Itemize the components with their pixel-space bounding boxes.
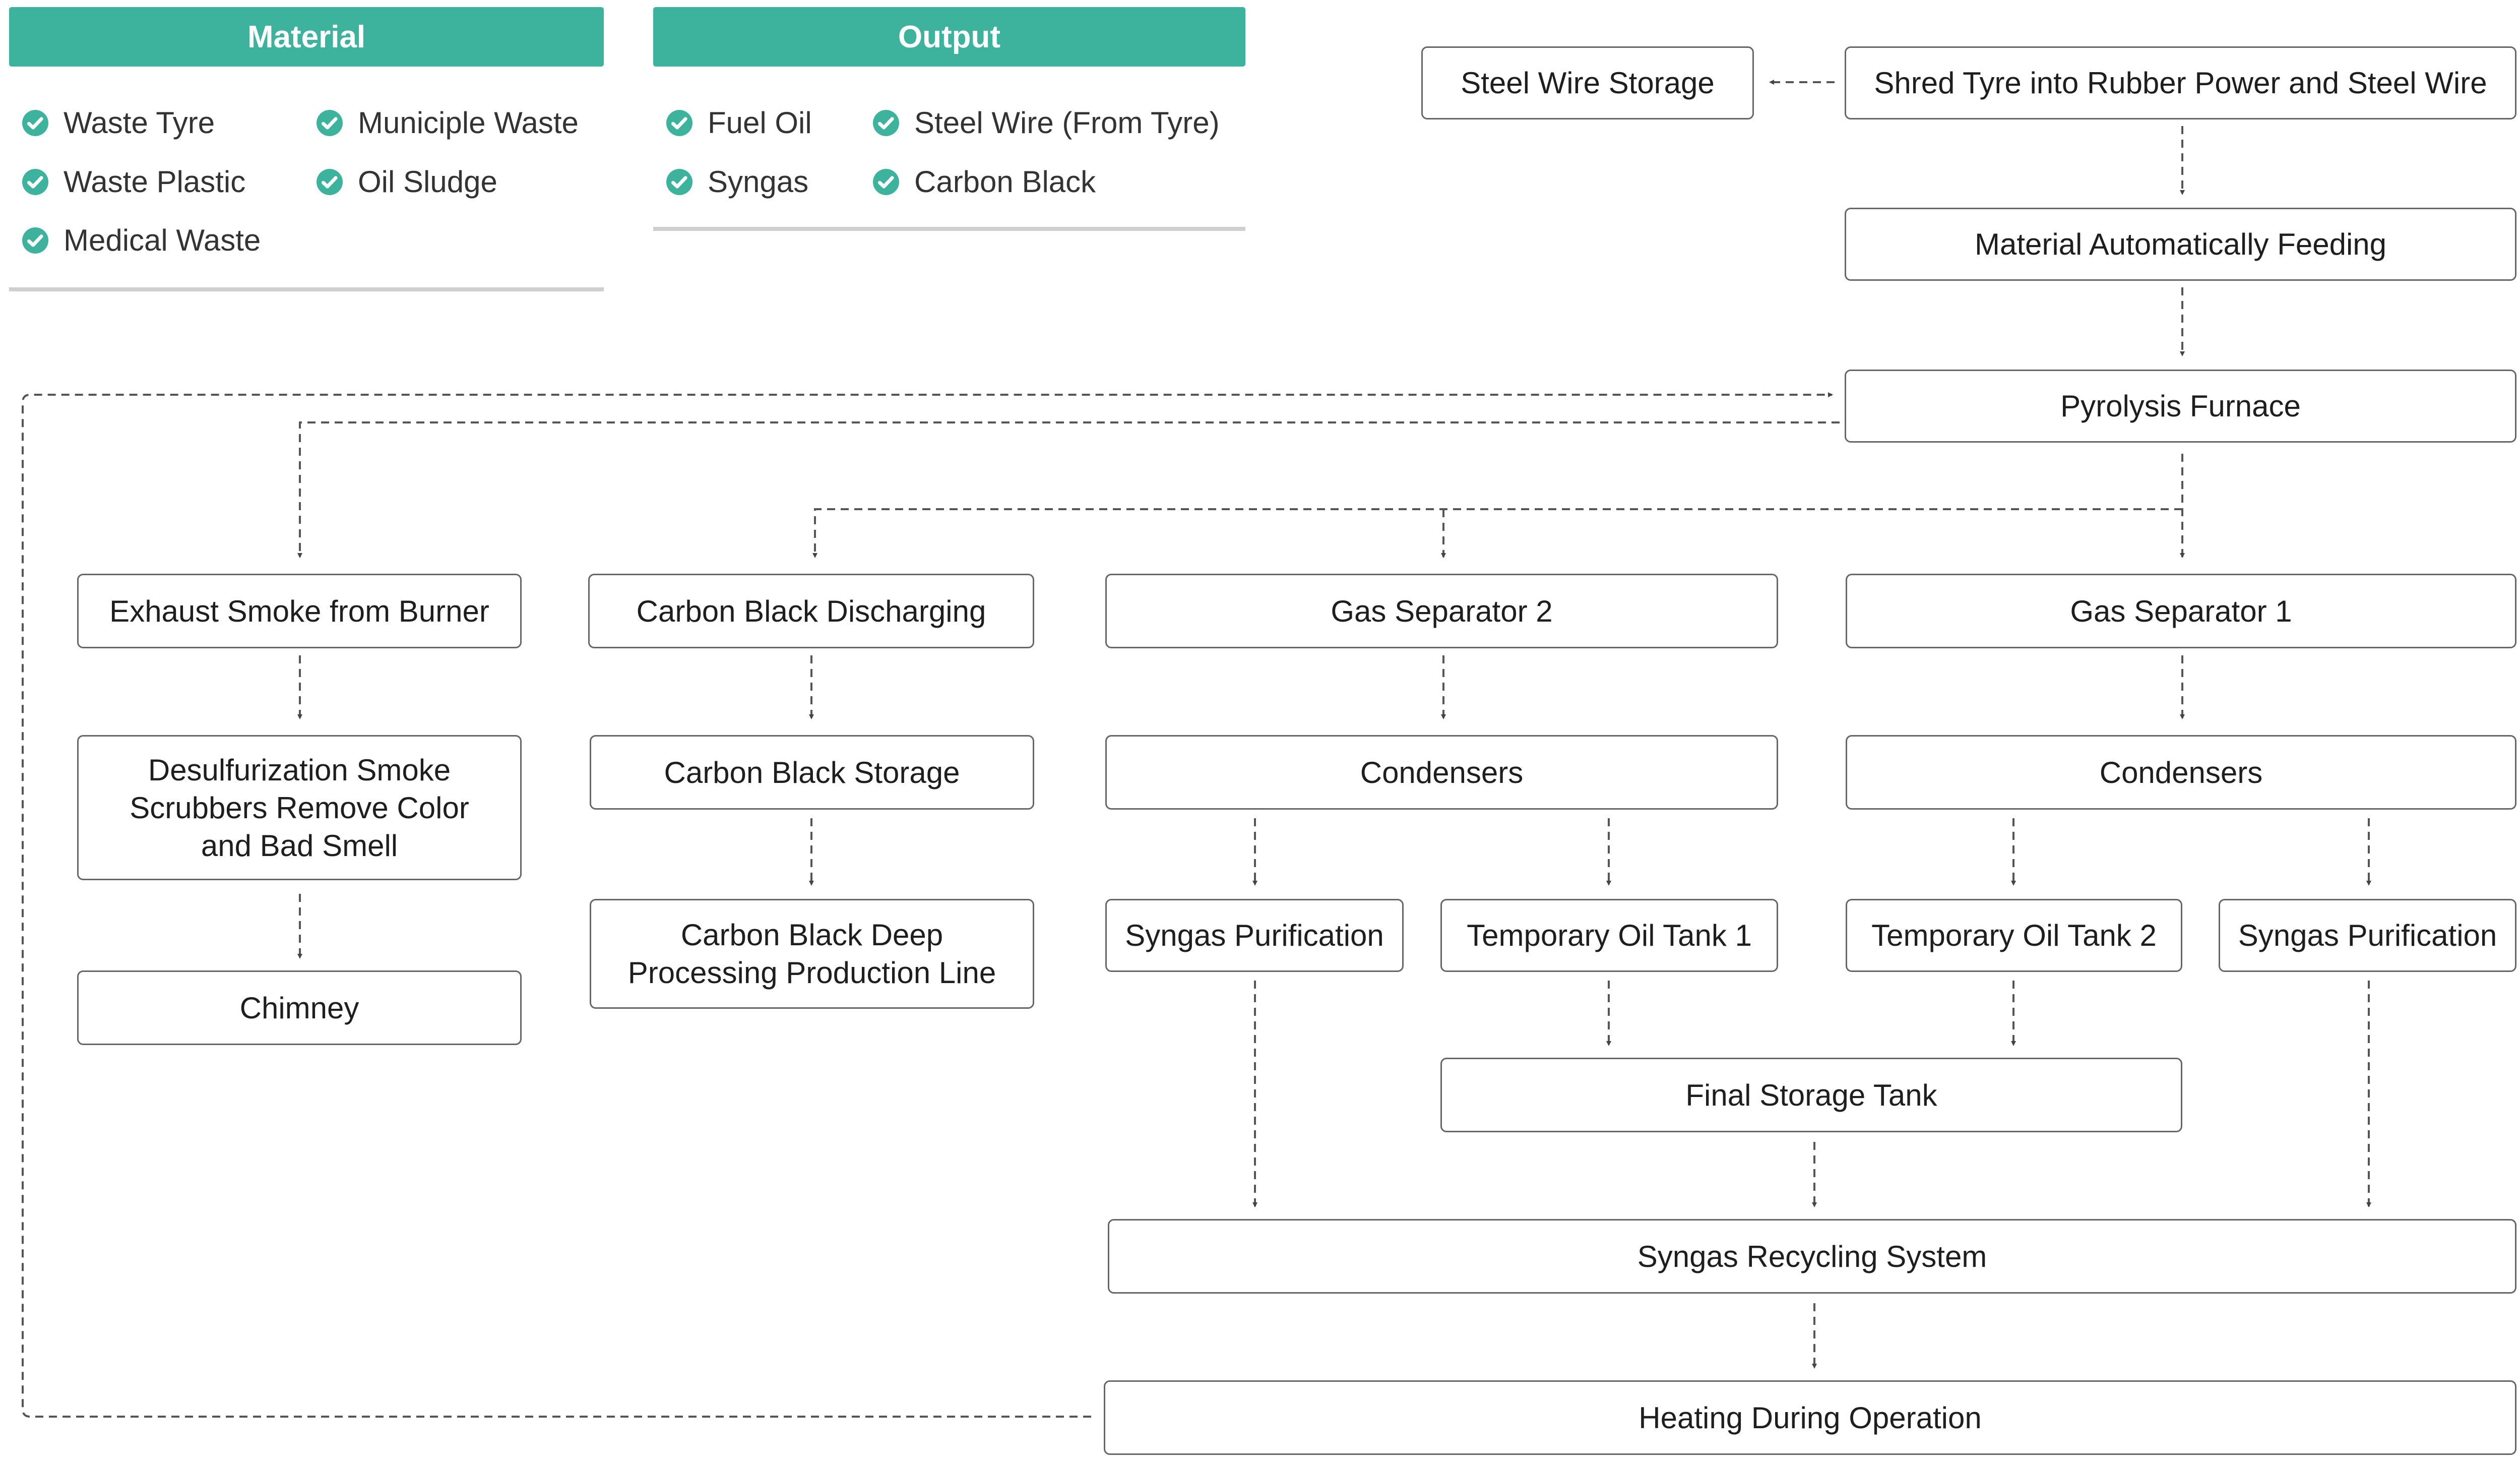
output-item-label: Syngas bbox=[708, 165, 809, 199]
check-circle-icon bbox=[666, 168, 692, 195]
output-item: Syngas bbox=[666, 164, 808, 199]
output-item: Steel Wire (From Tyre) bbox=[873, 105, 1220, 140]
final-storage-tank-box: Final Storage Tank bbox=[1440, 1058, 2182, 1132]
material-feeding-box: Material Automatically Feeding bbox=[1845, 208, 2516, 281]
check-circle-icon bbox=[317, 109, 343, 136]
exhaust-smoke-box: Exhaust Smoke from Burner bbox=[77, 574, 522, 648]
output-item-label: Steel Wire (From Tyre) bbox=[914, 106, 1220, 140]
pyrolysis-furnace-box: Pyrolysis Furnace bbox=[1845, 370, 2516, 443]
material-item-label: Medical Waste bbox=[64, 223, 261, 257]
output-item-label: Fuel Oil bbox=[708, 106, 812, 140]
check-circle-icon bbox=[22, 168, 48, 195]
carbon-black-deep-processing-box: Carbon Black Deep Processing Production … bbox=[590, 899, 1034, 1009]
check-circle-icon bbox=[317, 168, 343, 195]
material-item: Oil Sludge bbox=[317, 164, 497, 199]
carbon-black-storage-box: Carbon Black Storage bbox=[590, 735, 1034, 810]
temp-oil-tank-1-box: Temporary Oil Tank 1 bbox=[1440, 899, 1778, 972]
heating-operation-box: Heating During Operation bbox=[1104, 1380, 2516, 1455]
material-item: Medical Waste bbox=[22, 223, 261, 258]
check-circle-icon bbox=[873, 168, 899, 195]
material-item: Waste Tyre bbox=[22, 105, 215, 140]
check-circle-icon bbox=[666, 109, 692, 136]
material-panel: Material Waste Tyre Municiple Waste Wast… bbox=[9, 7, 604, 294]
check-circle-icon bbox=[22, 227, 48, 254]
output-item: Fuel Oil bbox=[666, 105, 812, 140]
output-divider bbox=[653, 227, 1245, 231]
check-circle-icon bbox=[22, 109, 48, 136]
condensers-2-box: Condensers bbox=[1105, 735, 1778, 810]
material-item: Waste Plastic bbox=[22, 164, 245, 199]
desulfurization-box: Desulfurization Smoke Scrubbers Remove C… bbox=[77, 735, 522, 880]
edge-furnace-to-branch bbox=[812, 508, 2182, 558]
condensers-1-box: Condensers bbox=[1846, 735, 2516, 810]
material-item-label: Waste Tyre bbox=[64, 106, 215, 140]
output-item: Carbon Black bbox=[873, 164, 1096, 199]
material-header: Material bbox=[9, 7, 604, 67]
edge-furnace-to-exhaust bbox=[297, 421, 1840, 558]
chimney-box: Chimney bbox=[77, 970, 522, 1045]
material-item-label: Waste Plastic bbox=[64, 165, 246, 199]
edge-heating-to-furnace bbox=[22, 392, 1833, 1418]
syngas-purification-right-box: Syngas Purification bbox=[2219, 899, 2516, 972]
gas-separator-2-box: Gas Separator 2 bbox=[1105, 574, 1778, 648]
gas-separator-1-box: Gas Separator 1 bbox=[1846, 574, 2516, 648]
material-divider bbox=[9, 287, 604, 291]
material-item-label: Municiple Waste bbox=[358, 106, 579, 140]
steel-wire-storage-box: Steel Wire Storage bbox=[1421, 46, 1754, 119]
output-header: Output bbox=[653, 7, 1245, 67]
output-item-label: Carbon Black bbox=[914, 165, 1096, 199]
carbon-black-discharging-box: Carbon Black Discharging bbox=[588, 574, 1034, 648]
syngas-recycling-box: Syngas Recycling System bbox=[1108, 1219, 2516, 1294]
shred-tyre-box: Shred Tyre into Rubber Power and Steel W… bbox=[1845, 46, 2516, 119]
material-item: Municiple Waste bbox=[317, 105, 579, 140]
check-circle-icon bbox=[873, 109, 899, 136]
syngas-purification-left-box: Syngas Purification bbox=[1105, 899, 1404, 972]
material-item-label: Oil Sludge bbox=[358, 165, 497, 199]
temp-oil-tank-2-box: Temporary Oil Tank 2 bbox=[1846, 899, 2182, 972]
output-panel: Output Fuel Oil Steel Wire (From Tyre) S… bbox=[653, 7, 1245, 234]
